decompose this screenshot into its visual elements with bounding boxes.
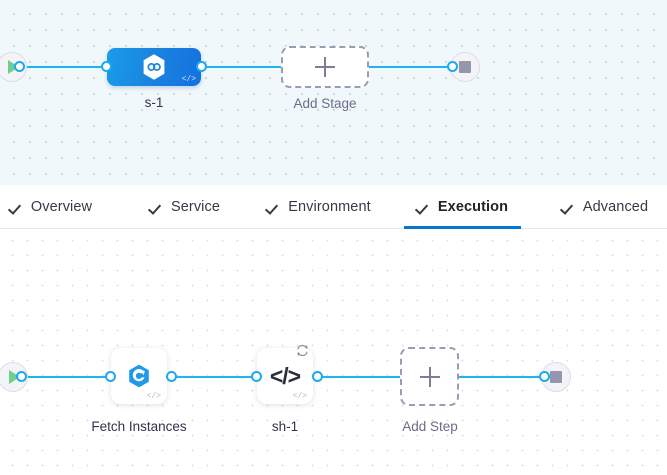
edge-addstage-to-end <box>368 66 456 68</box>
tab-service-label: Service <box>170 199 221 215</box>
add-step-button[interactable] <box>400 347 459 406</box>
port-sh1-in[interactable] <box>251 371 262 382</box>
plus-icon <box>419 366 440 387</box>
tab-advanced-label: Advanced <box>582 199 649 215</box>
play-icon <box>9 370 20 384</box>
tab-execution-label: Execution <box>437 199 509 215</box>
port-fetch-in[interactable] <box>105 371 116 382</box>
tab-overview-label: Overview <box>30 199 93 215</box>
tab-advanced[interactable]: Advanced <box>545 185 665 229</box>
add-stage-button[interactable] <box>281 46 369 88</box>
tab-active-underline <box>404 226 521 229</box>
stage-node-s-1[interactable]: </> <box>107 48 201 86</box>
step-label-fetch-instances: Fetch Instances <box>91 419 187 434</box>
port-fetch-out[interactable] <box>166 371 177 382</box>
stage-graph-canvas[interactable]: </> s-1 Add Stage <box>0 0 667 185</box>
edge-start-to-fetch <box>22 376 108 378</box>
tab-overview[interactable]: Overview <box>0 185 102 229</box>
add-step-label: Add Step <box>402 419 458 434</box>
edge-stage-to-addstage <box>198 66 282 68</box>
step-label-sh-1: sh-1 <box>271 419 299 434</box>
step-node-fetch-instances[interactable]: </> <box>111 348 167 404</box>
stop-icon <box>550 371 562 383</box>
check-icon <box>10 201 23 214</box>
check-icon <box>150 201 163 214</box>
stage-config-tabbar: Overview Service Environment Execution A… <box>0 185 667 229</box>
step-node-sh-1[interactable]: </> </> <box>257 348 313 404</box>
port-exec-start-out[interactable] <box>16 371 27 382</box>
sh1-code-badge: </> <box>292 392 307 401</box>
check-icon <box>417 201 430 214</box>
edge-sh1-to-addstep <box>318 376 400 378</box>
check-icon <box>562 201 575 214</box>
edge-fetch-to-sh1 <box>172 376 254 378</box>
port-exec-end-in[interactable] <box>539 371 550 382</box>
check-icon <box>267 201 280 214</box>
port-sh1-out[interactable] <box>312 371 323 382</box>
add-stage-label: Add Stage <box>293 96 357 111</box>
port-start-out[interactable] <box>14 61 25 72</box>
play-icon <box>8 60 19 74</box>
port-stage-in[interactable] <box>101 61 112 72</box>
plus-icon <box>315 57 335 77</box>
tab-environment[interactable]: Environment <box>255 185 383 229</box>
port-end-in[interactable] <box>447 61 458 72</box>
stage-node-label: s-1 <box>144 95 164 110</box>
tab-environment-label: Environment <box>288 199 371 215</box>
edge-start-to-stage <box>20 66 112 68</box>
harness-fetch-instances-icon <box>129 364 149 388</box>
stop-icon <box>459 61 471 73</box>
stage-code-badge: </> <box>181 75 196 84</box>
shell-script-code-icon: </> <box>269 362 301 389</box>
edge-addstep-to-end <box>459 376 547 378</box>
tab-service[interactable]: Service <box>140 185 230 229</box>
loop-strategy-icon <box>297 344 308 357</box>
execution-graph-canvas[interactable]: </> Fetch Instances </> </> sh-1 Add Ste… <box>0 229 667 475</box>
fetch-instances-code-badge: </> <box>146 392 161 401</box>
kubernetes-deploy-icon <box>143 54 165 80</box>
tab-execution[interactable]: Execution <box>404 185 521 229</box>
port-stage-out[interactable] <box>196 61 207 72</box>
